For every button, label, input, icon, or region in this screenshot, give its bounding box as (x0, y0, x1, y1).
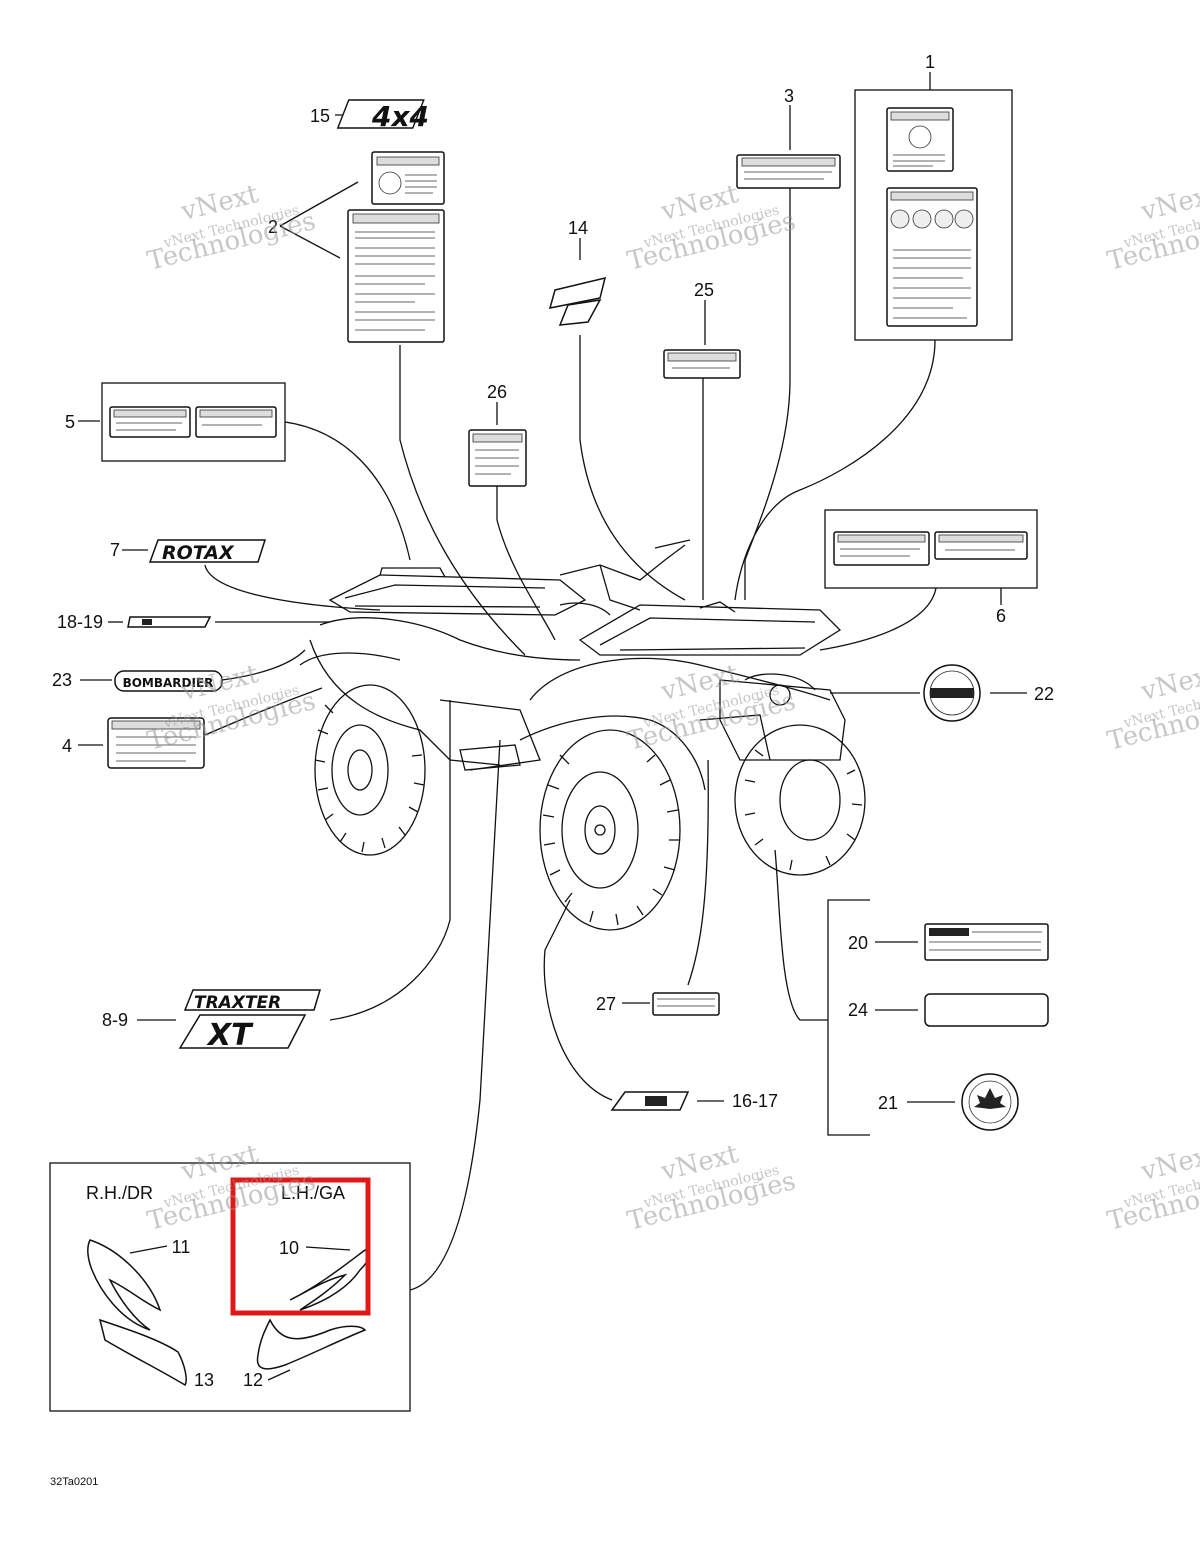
decal-5-labels (101, 382, 286, 462)
callout-6: 6 (996, 606, 1006, 626)
callout-13: 13 (194, 1370, 214, 1390)
callout-24: 24 (848, 1000, 868, 1020)
inset-rh-label: R.H./DR (86, 1183, 153, 1203)
decal-26-warning-label (468, 429, 527, 487)
decal-20-label (924, 923, 1049, 961)
callout-4: 4 (62, 736, 72, 756)
callout-20: 20 (848, 933, 868, 953)
svg-text:Technologies: Technologies (144, 686, 318, 757)
leader-lines (204, 188, 937, 1291)
callout-1: 1 (925, 52, 935, 72)
callout-11: 11 (172, 1237, 191, 1257)
rotax-logo-text: ROTAX (162, 542, 235, 564)
4x4-logo-text: 4x4 (371, 100, 429, 133)
decal-4x4: 4x4 (336, 99, 429, 133)
decal-16-17-stripe (610, 1091, 690, 1111)
decal-7-rotax: ROTAX (148, 539, 267, 564)
decal-23-bombardier: BOMBARDIER (114, 670, 223, 692)
callout-18-19: 18-19 (57, 612, 103, 632)
inset-lh-label: L.H./GA (281, 1183, 345, 1203)
bombardier-logo-text: BOMBARDIER (123, 676, 214, 690)
callout-5: 5 (65, 412, 75, 432)
svg-text:Technologies: Technologies (624, 686, 798, 757)
callout-12: 12 (243, 1370, 263, 1390)
callout-27: 27 (596, 994, 616, 1014)
callout-8-9: 8-9 (102, 1010, 128, 1030)
decal-27-label (652, 992, 720, 1016)
callout-numbers: 1 3 15 2 14 25 26 5 7 18-19 23 4 6 22 20… (52, 52, 1054, 1390)
callout-2: 2 (268, 217, 278, 237)
decal-6-labels (824, 509, 1038, 589)
decal-21-emblem (961, 1073, 1019, 1131)
decal-8-9-traxter-xt: TRAXTER XT (178, 989, 322, 1053)
callout-10: 10 (279, 1238, 299, 1258)
decal-4-warning-label (107, 717, 205, 769)
highlight-box (230, 1177, 371, 1316)
decal-3-caution-label (736, 154, 841, 189)
callout-26: 26 (487, 382, 507, 402)
drawing-code: 32Ta0201 (50, 1476, 98, 1488)
decal-25-warning-label (663, 349, 741, 379)
atv-illustration (299, 539, 866, 931)
decal-18-19-stripe (127, 616, 212, 628)
svg-text:Technologies: Technologies (624, 1166, 798, 1237)
decal-2-warning-labels (347, 151, 445, 343)
svg-text:Technologies: Technologies (624, 206, 798, 277)
decal-24-plate (924, 993, 1049, 1027)
xt-logo-text: XT (206, 1018, 254, 1053)
label-dashes (78, 72, 1027, 1381)
callout-3: 3 (784, 86, 794, 106)
fender-decal-inset (49, 1162, 411, 1412)
callout-25: 25 (694, 280, 714, 300)
callout-7: 7 (110, 540, 120, 560)
traxter-logo-text: TRAXTER (194, 993, 281, 1013)
callout-15: 15 (310, 106, 330, 126)
decal-22-emblem (923, 664, 981, 722)
callout-14: 14 (568, 218, 588, 238)
svg-text:Technologies: Technologies (144, 206, 318, 277)
decal-14-traxter-xt-small (548, 276, 607, 326)
decal-1-warning-labels (854, 89, 1013, 341)
callout-23: 23 (52, 670, 72, 690)
callout-16-17: 16-17 (732, 1091, 778, 1111)
callout-22: 22 (1034, 684, 1054, 704)
callout-21: 21 (878, 1093, 898, 1113)
